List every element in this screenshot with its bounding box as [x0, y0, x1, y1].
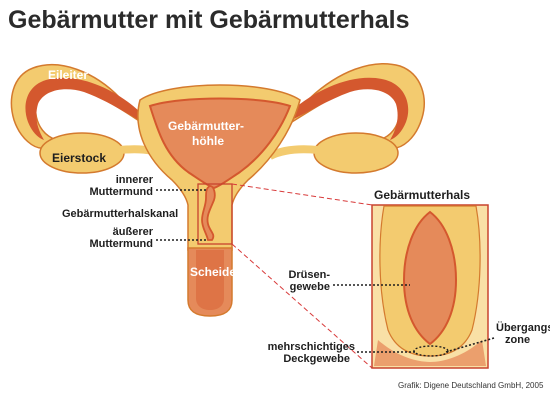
cervix-inset: Gebärmutterhals	[371, 188, 489, 369]
vagina	[187, 247, 233, 317]
label-uebergang-2: zone	[505, 334, 530, 346]
label-deck-2: Deckgewebe	[283, 353, 350, 365]
leader-uebergangszone	[445, 337, 495, 353]
label-innerer-2: Muttermund	[89, 186, 153, 198]
right-tube-lining	[284, 77, 409, 140]
label-aeusserer-1: äußerer	[113, 226, 154, 238]
credit-text: Grafik: Digene Deutschland GmbH, 2005	[398, 381, 544, 390]
label-eierstock: Eierstock	[52, 151, 106, 165]
label-scheide: Scheide	[190, 265, 236, 279]
vagina-inner	[196, 250, 224, 310]
label-hoehle-2: höhle	[192, 134, 224, 148]
right-ovary	[313, 132, 399, 174]
cervical-canal	[201, 185, 216, 241]
label-halskanal: Gebärmutterhalskanal	[62, 208, 178, 220]
inset-transformation-zone	[413, 345, 449, 357]
uterine-cavity	[148, 97, 292, 190]
inset-title: Gebärmutterhals	[374, 188, 470, 202]
connector-bottom	[231, 243, 373, 369]
uterus-illustration	[10, 63, 425, 317]
inset-vaginal-wall	[374, 340, 486, 366]
label-hoehle-1: Gebärmutter-	[168, 119, 244, 133]
label-innerer-1: innerer	[116, 174, 154, 186]
inset-glandular-tissue	[402, 210, 458, 346]
label-druesen-1: Drüsen-	[288, 269, 330, 281]
label-aeusserer-2: Muttermund	[89, 238, 153, 250]
cervix-selection-box	[197, 183, 233, 245]
label-druesen-2: gewebe	[290, 281, 330, 293]
right-ligament	[268, 145, 319, 160]
page-title: Gebärmutter mit Gebärmutterhals	[8, 6, 410, 34]
label-eileiter: Eileiter	[48, 68, 88, 82]
connector-top	[231, 183, 373, 206]
label-uebergang-1: Übergangs-	[496, 321, 550, 334]
label-deck-1: mehrschichtiges	[268, 341, 355, 353]
left-tube-lining	[25, 77, 147, 140]
